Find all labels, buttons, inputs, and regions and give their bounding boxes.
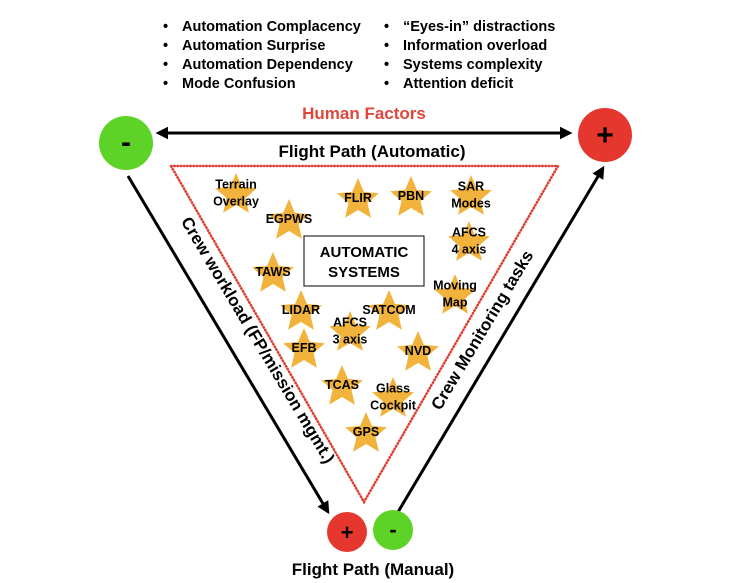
- crew-monitoring-arrow: [396, 165, 605, 513]
- human-factor-item: Attention deficit: [384, 76, 513, 92]
- system-label: FLIR: [344, 191, 372, 205]
- star-icon: [434, 274, 476, 314]
- automatic-systems-label: SYSTEMS: [328, 264, 400, 281]
- human-factor-item: Information overload: [384, 38, 547, 54]
- system-label: Overlay: [213, 195, 259, 209]
- human-factors-title: Human Factors: [302, 104, 426, 123]
- minus-sign: -: [121, 126, 131, 159]
- star-icon: [329, 311, 371, 351]
- star-icon: [450, 175, 492, 215]
- star-icon: [345, 412, 387, 452]
- system-label: PBN: [398, 189, 424, 203]
- star-icon: [372, 377, 414, 417]
- system-label: 4 axis: [452, 243, 487, 257]
- system-label: Terrain: [215, 178, 256, 192]
- human-factor-item: Automation Dependency: [163, 57, 353, 73]
- star-layer: [215, 173, 492, 452]
- system-label: SAR: [458, 180, 484, 194]
- human-factor-item: Mode Confusion: [163, 76, 296, 92]
- system-label: 3 axis: [333, 333, 368, 347]
- system-label: Glass: [376, 382, 410, 396]
- plus-icon: [327, 512, 367, 552]
- star-icon: [390, 176, 432, 216]
- star-icon: [268, 199, 310, 239]
- star-icon: [397, 331, 439, 371]
- system-label: EFB: [292, 341, 317, 355]
- system-label: Moving: [433, 279, 477, 293]
- star-icon: [215, 173, 257, 213]
- plus-sign: +: [596, 119, 614, 152]
- system-label: SATCOM: [362, 303, 415, 317]
- system-label: GPS: [353, 425, 379, 439]
- system-label: Modes: [451, 197, 491, 211]
- human-factor-item: Systems complexity: [384, 57, 542, 73]
- crew-monitoring-label: Crew Monitoring tasks: [427, 247, 537, 413]
- star-icon: [448, 221, 490, 261]
- star-icon: [337, 178, 379, 218]
- system-label: TCAS: [325, 378, 359, 392]
- crew-workload-arrow: [126, 175, 330, 515]
- automatic-systems-box: [303, 235, 425, 287]
- human-factor-item: Automation Surprise: [163, 38, 325, 54]
- star-icon: [252, 252, 294, 292]
- system-label: TAWS: [255, 265, 290, 279]
- minus-icon: [373, 510, 413, 550]
- plus-icon: [578, 108, 632, 162]
- star-icon: [283, 328, 325, 368]
- human-factor-item: Automation Complacency: [163, 19, 361, 35]
- minus-sign: -: [389, 517, 396, 542]
- star-icon: [368, 290, 410, 330]
- flight-path-automatic-label: Flight Path (Automatic): [279, 142, 466, 161]
- system-label: AFCS: [452, 226, 486, 240]
- system-label: LIDAR: [282, 303, 320, 317]
- system-label: Map: [443, 296, 468, 310]
- human-factor-item: “Eyes-in” distractions: [384, 19, 555, 35]
- plus-sign: +: [341, 520, 354, 545]
- star-icon: [321, 365, 363, 405]
- system-label: AFCS: [333, 316, 367, 330]
- flight-path-manual-label: Flight Path (Manual): [292, 560, 454, 579]
- minus-icon: [99, 116, 153, 170]
- system-label: NVD: [405, 344, 431, 358]
- system-label: Cockpit: [370, 399, 417, 413]
- automatic-systems-label: AUTOMATIC: [320, 244, 409, 261]
- automation-triangle: [168, 164, 561, 505]
- star-icon: [280, 290, 322, 330]
- system-label: EGPWS: [266, 212, 313, 226]
